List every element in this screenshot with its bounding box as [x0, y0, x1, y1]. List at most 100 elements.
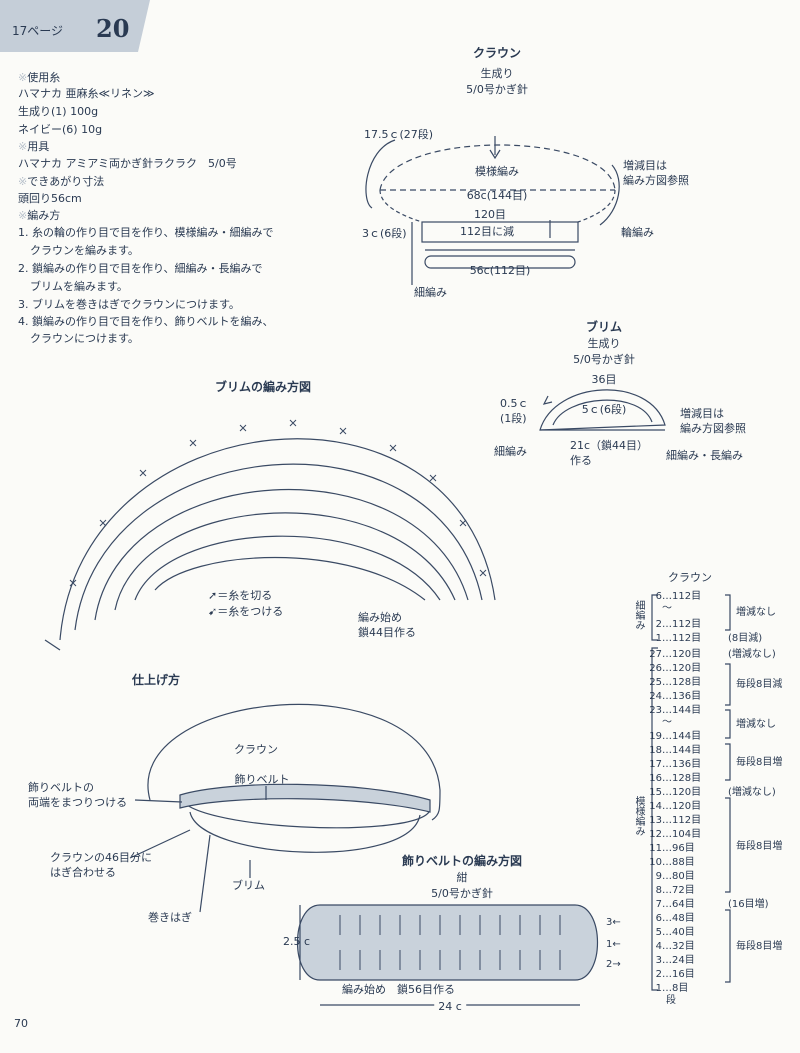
table-row: 4…32目	[630, 940, 718, 953]
belt-color: 紺	[456, 871, 468, 884]
row-stitches: 16目	[672, 969, 695, 980]
note-decrease-8: (8目減)	[728, 633, 763, 644]
row-number: 18…	[649, 745, 672, 756]
belt-row-1: 1←	[606, 939, 621, 950]
table-note-bracket-5	[725, 797, 731, 893]
yarn-color-1: 生成り(1) 100g	[18, 105, 99, 118]
row-number: 16…	[649, 773, 672, 784]
crown-ref-label: 増減目は 編み方図参照	[623, 159, 689, 187]
row-number: 27…	[649, 649, 672, 660]
crown-title: クラウン	[472, 46, 522, 60]
row-stitches: 120目	[672, 663, 702, 674]
page-number: 70	[14, 1017, 28, 1030]
brim-edge: 0.5ｃ (1段)	[500, 397, 529, 425]
row-stitches: 120目	[672, 649, 702, 660]
row-stitches: 40目	[672, 927, 695, 938]
note-increase-16: (16目増)	[728, 899, 769, 910]
table-row: 6…48目	[630, 912, 718, 925]
belt-chart-stitches	[339, 915, 561, 970]
row-stitches: 8目	[672, 983, 689, 994]
table-row: 14…120目	[630, 800, 718, 813]
row-stitches: 24目	[672, 955, 695, 966]
belt-chart-title: 飾りベルトの編み方図	[401, 854, 523, 868]
row-table-dan: 段	[666, 995, 676, 1006]
brim-chart-arc-4	[114, 512, 456, 611]
row-stitches: 128目	[672, 677, 702, 688]
table-row: 3…24目	[630, 954, 718, 967]
belt-hook: 5/0号かぎ針	[431, 887, 493, 900]
row-number: 25…	[649, 677, 672, 688]
finish-belt-leader	[134, 799, 183, 803]
tool-name: ハマナカ アミアミ両かぎ針ラクラク 5/0号	[18, 157, 237, 170]
row-stitches: 112目	[672, 815, 702, 826]
page-reference: 17ページ	[12, 24, 64, 38]
brim-sc-label: 細編み	[494, 445, 527, 458]
belt-chart-shape	[296, 904, 599, 981]
brim-color: 生成り	[587, 337, 621, 350]
finishing-belt-ends: 飾りベルトの 両端をまつりつける	[28, 781, 128, 809]
finish-join-leader	[129, 829, 191, 859]
table-row: 24…136目	[630, 690, 718, 703]
cut-yarn-icon: ➚	[208, 589, 218, 602]
finish-crown-shape	[147, 703, 441, 821]
page-header-tab	[0, 0, 150, 52]
row-table-sc-label: 細編み	[633, 600, 644, 630]
table-note-bracket-4	[725, 743, 731, 781]
brim-chart-start: 編み始め 鎖44目作る	[358, 611, 416, 639]
row-number: 9…	[655, 871, 672, 882]
crown-pattern-label: 模様編み	[475, 165, 519, 178]
row-number: ～	[662, 717, 672, 728]
finishing-title: 仕上げ方	[132, 673, 181, 687]
step-2: 2. 鎖編みの作り目で目を作り、細編み・長編みで	[18, 262, 263, 275]
note-no-change-2: (増減なし)	[728, 649, 776, 660]
table-row: 15…120目	[630, 786, 718, 799]
crown-band-measure	[424, 255, 576, 269]
step-2-cont: ブリムを編みます。	[30, 280, 128, 293]
row-number: 19…	[649, 731, 672, 742]
crown-band-width: 56c(112目)	[469, 264, 531, 277]
brim-chart-stitches	[69, 419, 487, 587]
table-row: 2…16目	[630, 968, 718, 981]
table-row: 2…112目	[630, 618, 718, 631]
table-row: 1…8目	[630, 982, 718, 995]
note-decrease-each: 毎段8目減	[736, 679, 783, 690]
join-yarn-icon: ➹	[208, 605, 218, 618]
brim-depth: 5ｃ(6段)	[581, 403, 627, 416]
table-note-bracket-6	[725, 909, 731, 983]
crown-decrease: 112目に減	[460, 225, 514, 238]
brim-title: ブリム	[585, 320, 623, 334]
crown-hook: 5/0号かぎ針	[466, 83, 528, 96]
row-stitches: 48目	[672, 913, 695, 924]
yarn-heading: ※使用糸	[18, 71, 61, 84]
table-row: 11…96目	[630, 842, 718, 855]
method-heading: ※編み方	[18, 209, 61, 222]
row-number: 1…	[655, 633, 672, 644]
belt-start: 編み始め 鎖56目作る	[342, 983, 455, 996]
row-stitches: 112目	[672, 633, 702, 644]
crown-dome-outline	[379, 144, 616, 191]
brim-chart-outer-arc	[59, 438, 496, 641]
belt-height: 2.5 c	[283, 935, 311, 948]
step-4-cont: クラウンにつけます。	[30, 332, 139, 345]
table-bracket-sc	[651, 594, 658, 641]
belt-row-2: 2→	[606, 959, 621, 970]
yarn-color-2: ネイビー(6) 10g	[18, 123, 103, 136]
row-stitches: 72目	[672, 885, 695, 896]
brim-chart-title: ブリムの編み方図	[214, 380, 312, 394]
row-stitches: 120目	[672, 801, 702, 812]
table-bracket-pattern	[651, 647, 658, 991]
row-table-pattern-label: 模様編み	[633, 796, 644, 836]
brim-edge-arrow	[542, 395, 553, 405]
crown-ring-label: 輪編み	[621, 226, 654, 239]
row-stitches: 136目	[672, 691, 702, 702]
tools-heading: ※用具	[18, 140, 50, 153]
crown-side-right	[577, 189, 616, 223]
step-1-cont: クラウンを編みます。	[30, 244, 139, 257]
legend-cut: ➚＝糸を切る	[208, 589, 273, 602]
yarn-name: ハマナカ 亜麻糸≪リネン≫	[18, 87, 155, 100]
table-row: 19…144目	[630, 730, 718, 743]
row-number: 15…	[649, 787, 672, 798]
finishing-crown: クラウン	[234, 743, 278, 756]
step-1: 1. 糸の輪の作り目で目を作り、模様編み・細編みで	[18, 226, 274, 239]
